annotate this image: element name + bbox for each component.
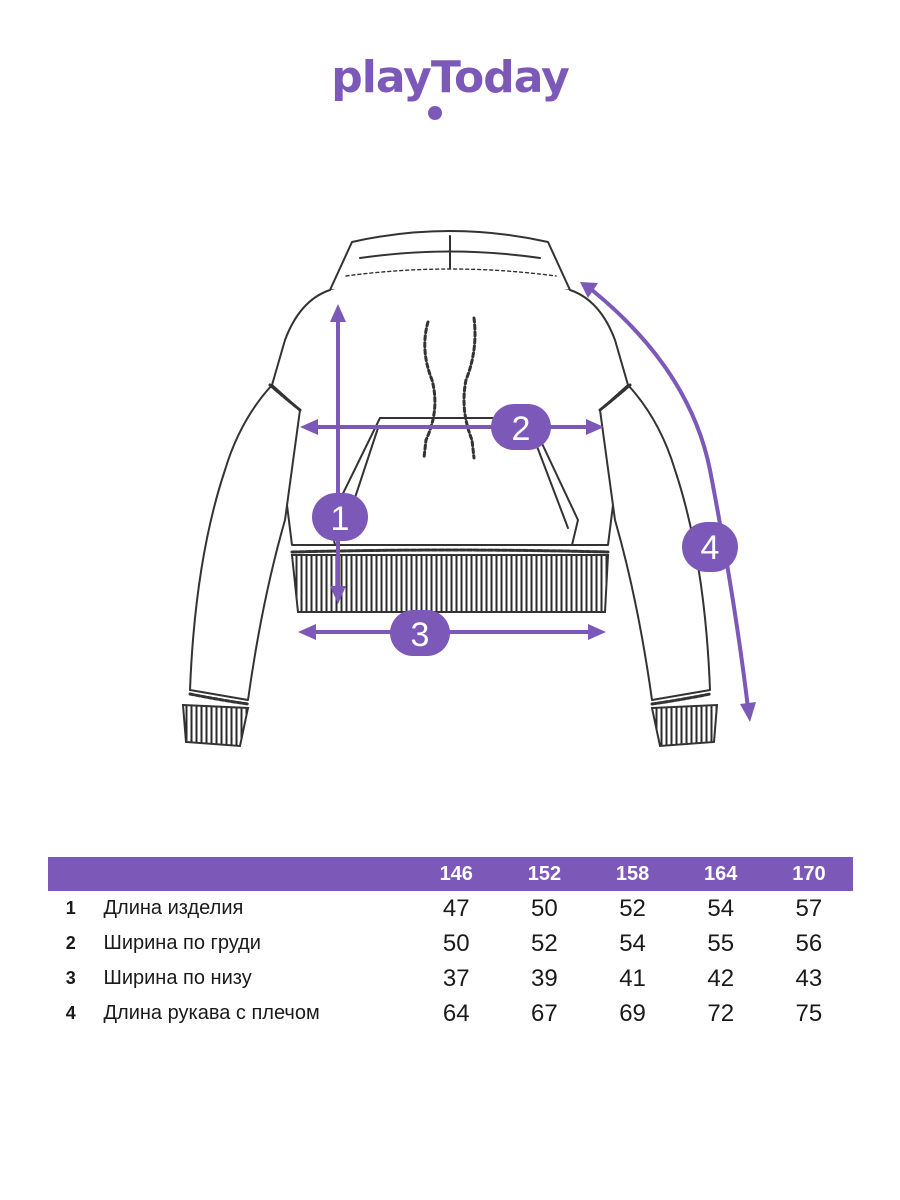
measure-label-3: 3 [390, 610, 450, 656]
table-row: 4 Длина рукава с плечом 64 67 69 72 75 [48, 996, 853, 1031]
measurement-name: Ширина по низу [103, 967, 252, 989]
hoodie-diagram: 1 2 3 4 [181, 230, 756, 748]
measurement-value: 42 [707, 964, 735, 992]
row-number: 4 [65, 1003, 76, 1023]
size-146: 146 [412, 857, 501, 891]
measurement-name: Длина изделия [103, 897, 244, 919]
measurement-value: 75 [795, 999, 823, 1027]
measurement-value: 54 [707, 894, 735, 922]
measurement-value: 41 [619, 964, 646, 992]
row-number: 2 [65, 933, 76, 953]
row-number: 1 [65, 898, 76, 918]
measurement-value: 37 [442, 964, 470, 992]
measurement-value: 47 [442, 894, 470, 922]
measure-label-4: 4 [682, 522, 738, 572]
measurement-value: 50 [531, 894, 558, 922]
brand-logo: playToday [331, 52, 570, 103]
measure-label-1-text: 1 [331, 500, 350, 538]
table-row: 1 Длина изделия 47 50 52 54 57 [48, 891, 853, 926]
measurement-value: 55 [707, 929, 735, 957]
arrow-1-head-top [330, 304, 346, 322]
arrow-2-head-left [300, 419, 318, 435]
right-cuff-ruffle [650, 692, 712, 706]
measurement-value: 69 [619, 999, 646, 1027]
waistband-rib [290, 554, 610, 613]
waist-ruffle [290, 548, 610, 554]
size-header-row: 146 152 158 164 170 [48, 857, 853, 891]
measurement-value: 54 [619, 929, 646, 957]
measurement-value: 64 [442, 999, 470, 1027]
measure-label-3-text: 3 [411, 616, 430, 654]
table-row: 3 Ширина по низу 37 39 41 42 43 [48, 961, 853, 996]
right-sleeve [599, 384, 711, 701]
measure-label-2-text: 2 [512, 410, 531, 448]
measurement-value: 39 [531, 964, 558, 992]
arrow-1-head-bottom [330, 586, 346, 604]
arrow-4-head-bottom [740, 702, 756, 722]
size-table: 146 152 158 164 170 1 Длина изделия 47 5… [48, 857, 853, 1031]
measurement-value: 52 [531, 929, 558, 957]
left-sleeve [189, 384, 301, 701]
measurement-value: 72 [707, 999, 735, 1027]
right-shoulder-ruffle [598, 383, 632, 412]
arrow-4-head-top [580, 282, 598, 298]
measurement-name: Длина рукава с плечом [103, 1002, 320, 1024]
measurement-value: 43 [795, 964, 823, 992]
measure-label-1: 1 [312, 493, 368, 541]
measure-label-4-text: 4 [701, 529, 720, 567]
header-empty-name [93, 857, 413, 891]
row-number: 3 [65, 968, 76, 988]
measurement-value: 50 [442, 929, 470, 957]
hood-stitching [345, 268, 557, 277]
measurement-value: 67 [531, 999, 558, 1027]
arrow-3-head-left [298, 624, 316, 640]
left-shoulder-ruffle [268, 383, 302, 412]
measurement-value: 52 [619, 894, 646, 922]
arrow-4-line [590, 288, 750, 710]
size-164: 164 [676, 857, 765, 891]
arrow-2-head-right [586, 419, 604, 435]
header-empty-num [48, 857, 94, 891]
size-152: 152 [500, 857, 589, 891]
measurement-name: Ширина по груди [103, 932, 261, 954]
measure-label-2: 2 [491, 404, 551, 450]
arrow-3-head-right [588, 624, 606, 640]
left-cuff-rib [181, 703, 250, 748]
left-cuff-ruffle [188, 692, 250, 706]
logo-dot [428, 106, 442, 120]
table-row: 2 Ширина по груди 50 52 54 55 56 [48, 926, 853, 961]
size-170: 170 [764, 857, 853, 891]
size-158: 158 [588, 857, 677, 891]
right-cuff-rib [650, 703, 719, 748]
measurement-value: 57 [795, 894, 823, 922]
measurement-value: 56 [795, 929, 823, 957]
